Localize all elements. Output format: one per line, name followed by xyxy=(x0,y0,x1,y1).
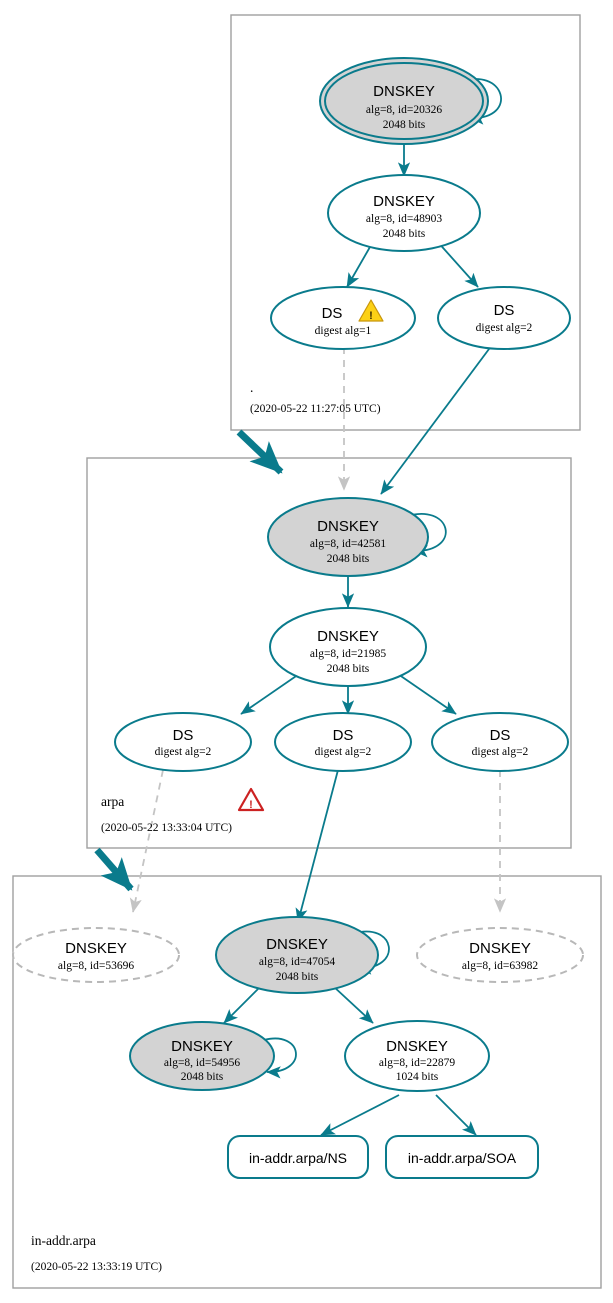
node-label-title: DNSKEY xyxy=(317,628,379,645)
node-label-line2: alg=8, id=20326 xyxy=(366,104,442,116)
node-label-title: DS xyxy=(333,727,354,744)
node-label-title: DNSKEY xyxy=(65,940,127,957)
node-label-line3: 2048 bits xyxy=(276,971,319,983)
node-iaa-ksk-54956[interactable]: DNSKEY alg=8, id=54956 2048 bits xyxy=(129,1021,275,1091)
edge-iaa-22879-to-soa xyxy=(435,1094,477,1136)
edge-zone-arpa-to-in-addr-arpa xyxy=(94,847,134,892)
node-label-title: DS xyxy=(490,727,511,744)
zone-timestamp-root: (2020-05-22 11:27:05 UTC) xyxy=(250,403,381,415)
node-label-title: DNSKEY xyxy=(266,936,328,953)
node-label-line2: alg=8, id=21985 xyxy=(310,648,386,660)
node-label-title: in-addr.arpa/NS xyxy=(249,1150,347,1166)
node-label-title: DNSKEY xyxy=(317,518,379,535)
node-root-ds-alg1[interactable]: DS digest alg=1 ! xyxy=(270,286,416,350)
edge-arpa-ds2-to-iaa-ksk xyxy=(295,769,339,923)
zone-label-root: . xyxy=(250,380,253,395)
edge-iaa-47054-to-22879 xyxy=(332,985,374,1024)
edge-arpa-zsk-to-ds1 xyxy=(240,671,303,715)
edge-iaa-ksk-54956-self-sign xyxy=(263,1037,297,1079)
node-arpa-zsk[interactable]: DNSKEY alg=8, id=21985 2048 bits xyxy=(269,607,427,687)
zone-box-in-addr-arpa xyxy=(12,875,602,1289)
edge-iaa-22879-to-ns xyxy=(320,1094,400,1136)
node-label-line2: digest alg=1 xyxy=(315,325,372,337)
node-root-ksk[interactable]: DNSKEY alg=8, id=20326 2048 bits xyxy=(319,57,489,145)
edge-arpa-ds1-to-key-53696 xyxy=(129,769,164,913)
node-arpa-ksk[interactable]: DNSKEY alg=8, id=42581 2048 bits xyxy=(267,497,429,577)
node-label-line2: alg=8, id=47054 xyxy=(259,956,335,968)
node-label-line2: alg=8, id=63982 xyxy=(462,960,538,972)
node-label-line2: digest alg=2 xyxy=(155,746,212,758)
node-iaa-zsk-22879[interactable]: DNSKEY alg=8, id=22879 1024 bits xyxy=(344,1020,490,1092)
node-label-line2: alg=8, id=54956 xyxy=(164,1057,240,1069)
node-label-title: DNSKEY xyxy=(171,1038,233,1055)
node-arpa-ds-1[interactable]: DS digest alg=2 xyxy=(114,712,252,772)
node-label-line3: 2048 bits xyxy=(383,119,426,131)
zone-box-arpa xyxy=(86,457,572,849)
node-iaa-ksk-47054[interactable]: DNSKEY alg=8, id=47054 2048 bits xyxy=(215,916,379,994)
node-label-line2: alg=8, id=48903 xyxy=(366,213,442,225)
node-label-line2: alg=8, id=53696 xyxy=(58,960,134,972)
node-label-title: in-addr.arpa/SOA xyxy=(408,1150,517,1166)
node-label-title: DNSKEY xyxy=(469,940,531,957)
edge-root-ds-alg2-to-arpa-ksk xyxy=(380,344,493,495)
node-arpa-ds-2[interactable]: DS digest alg=2 xyxy=(274,712,412,772)
edge-arpa-zsk-to-ds3 xyxy=(394,671,457,715)
edge-iaa-47054-to-54956 xyxy=(223,985,262,1024)
node-label-line3: 2048 bits xyxy=(181,1071,224,1083)
node-root-ds-alg2[interactable]: DS digest alg=2 xyxy=(437,286,571,350)
node-label-line2: digest alg=2 xyxy=(476,322,533,334)
node-label-line3: 2048 bits xyxy=(383,228,426,240)
zone-box-root xyxy=(230,14,581,431)
node-label-title: DNSKEY xyxy=(386,1038,448,1055)
node-label-title: DS xyxy=(494,302,515,319)
node-label-line2: alg=8, id=42581 xyxy=(310,538,386,550)
node-rrset-ns[interactable]: in-addr.arpa/NS xyxy=(227,1135,369,1179)
zone-timestamp-in-addr-arpa: (2020-05-22 13:33:19 UTC) xyxy=(31,1261,162,1273)
node-label-title: DS xyxy=(322,305,343,322)
node-label-line3: 2048 bits xyxy=(327,553,370,565)
zone-timestamp-arpa: (2020-05-22 13:33:04 UTC) xyxy=(101,822,232,834)
node-label-line2: alg=8, id=22879 xyxy=(379,1057,455,1069)
node-iaa-key-63982[interactable]: DNSKEY alg=8, id=63982 xyxy=(416,927,584,983)
node-arpa-ds-3[interactable]: DS digest alg=2 xyxy=(431,712,569,772)
node-iaa-key-53696[interactable]: DNSKEY alg=8, id=53696 xyxy=(12,927,180,983)
warning-badge-glyph: ! xyxy=(369,310,373,322)
error-triangle-icon: ! xyxy=(237,787,265,812)
edge-root-zsk-to-ds-alg2 xyxy=(435,239,479,288)
error-badge-glyph: ! xyxy=(249,799,253,811)
node-label-line3: 1024 bits xyxy=(396,1071,439,1083)
node-label-line2: digest alg=2 xyxy=(472,746,529,758)
node-label-line2: digest alg=2 xyxy=(315,746,372,758)
node-rrset-soa[interactable]: in-addr.arpa/SOA xyxy=(385,1135,539,1179)
edge-zone-root-to-arpa xyxy=(236,429,284,475)
edge-arpa-ksk-self-sign xyxy=(403,513,447,558)
warning-triangle-icon: ! xyxy=(358,299,384,322)
zone-label-arpa: arpa xyxy=(101,794,124,809)
zone-label-in-addr-arpa: in-addr.arpa xyxy=(31,1233,96,1248)
node-label-title: DNSKEY xyxy=(373,193,435,210)
node-root-zsk[interactable]: DNSKEY alg=8, id=48903 2048 bits xyxy=(327,174,481,252)
node-label-line3: 2048 bits xyxy=(327,663,370,675)
node-label-title: DS xyxy=(173,727,194,744)
node-label-title: DNSKEY xyxy=(373,83,435,100)
